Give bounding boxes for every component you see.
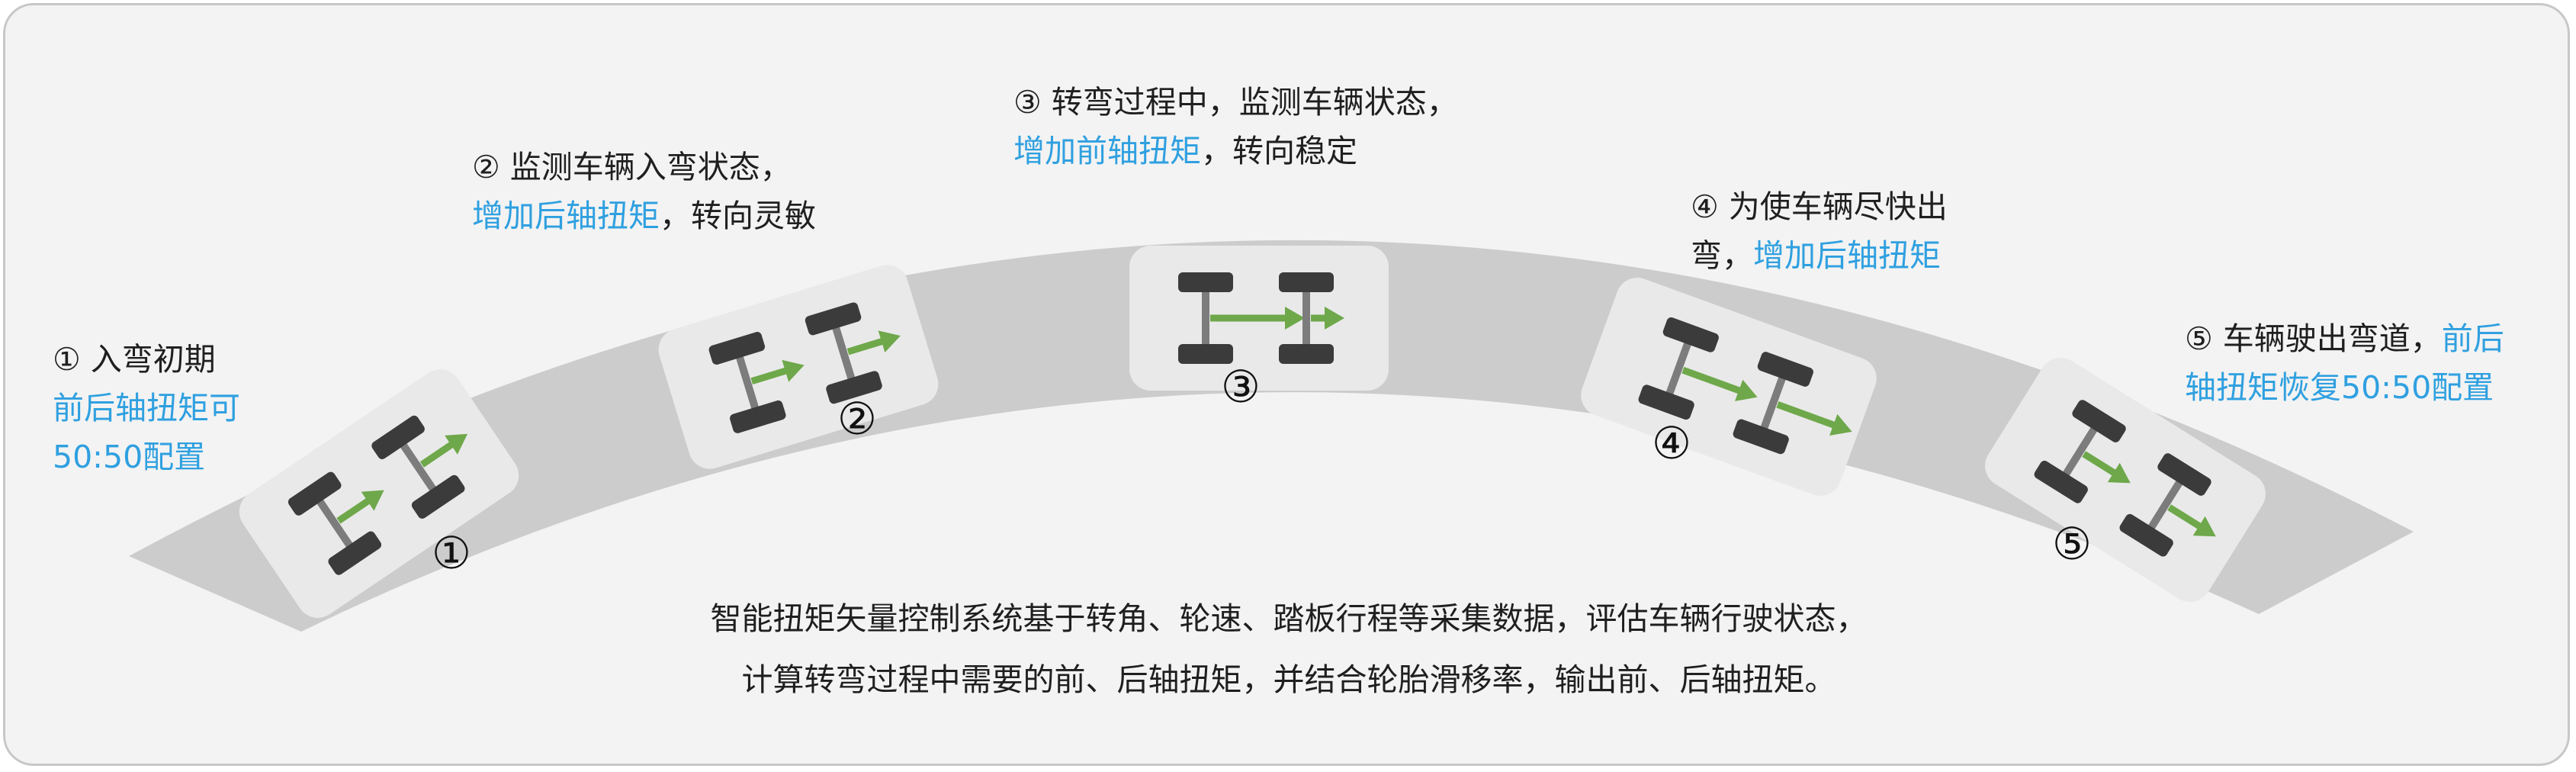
torque-arrow-icon (846, 330, 901, 355)
diagram-frame: ① ② ③ ④ ⑤ ① 入弯初期 前后轴扭矩可 50:50配置 ② 监测车辆入弯状态， … (3, 3, 2570, 766)
torque-arrow-icon (1210, 307, 1305, 330)
stage-3-number-marker: ③ (1221, 361, 1261, 413)
stage-4-number-marker: ④ (1652, 417, 1691, 469)
stage-2-line-1: ② 监测车辆入弯状态， (472, 149, 792, 185)
stage-2-line-2-highlight: 增加后轴扭矩 (472, 198, 660, 234)
torque-arrow-icon (750, 359, 805, 385)
stage-2-number-marker: ② (837, 393, 877, 445)
stage-2-label: ② 监测车辆入弯状态， 增加后轴扭矩，转向灵敏 (472, 143, 816, 240)
stage-4-label: ④ 为使车辆尽快出 弯，增加后轴扭矩 (1691, 182, 1948, 280)
stage-1-line-2-highlight: 前后轴扭矩可 (53, 390, 240, 426)
stage-4-line-2-prefix: 弯， (1691, 237, 1753, 274)
caption-line-2: 计算转弯过程中需要的前、后轴扭矩，并结合轮胎滑移率，输出前、后轴扭矩。 (741, 661, 1836, 698)
torque-arrow-icon (1311, 307, 1344, 330)
stage-3-line-2-highlight: 增加前轴扭矩 (1013, 133, 1201, 169)
torque-arrow-icon (1776, 401, 1852, 436)
torque-arrow-icon (2082, 451, 2131, 484)
stage-1-number-marker: ① (432, 527, 471, 579)
stage-3-label: ③ 转弯过程中，监测车辆状态， 增加前轴扭矩，转向稳定 (1013, 78, 1458, 175)
car-chassis-icon-4 (1581, 278, 1877, 496)
torque-arrow-icon (1681, 366, 1758, 401)
stage-5-line-2-highlight: 轴扭矩恢复50:50配置 (2185, 369, 2494, 406)
stage-1-label: ① 入弯初期 前后轴扭矩可 50:50配置 (53, 335, 240, 481)
stage-5-line-1-highlight: 前后 (2441, 320, 2504, 357)
torque-arrow-icon (336, 490, 384, 524)
stage-4-line-1: ④ 为使车辆尽快出 (1691, 188, 1948, 225)
stage-5-number-marker: ⑤ (2052, 518, 2092, 570)
caption-line-1: 智能扭矩矢量控制系统基于转角、轮速、踏板行程等采集数据，评估车辆行驶状态， (710, 600, 1868, 637)
stage-5-label: ⑤ 车辆驶出弯道，前后 轴扭矩恢复50:50配置 (2185, 314, 2504, 412)
torque-arrow-icon (419, 433, 468, 468)
stage-1-line-1: ① 入弯初期 (53, 341, 216, 378)
stage-2-line-2-rest: ，转向灵敏 (660, 198, 816, 234)
markers-layer: ① ② ③ ④ ⑤ (432, 361, 2092, 579)
stage-3-line-2-rest: ，转向稳定 (1201, 133, 1357, 169)
stage-5-line-1: ⑤ 车辆驶出弯道， (2185, 320, 2442, 357)
car-chassis-icon-1 (239, 369, 519, 618)
stage-3-line-1: ③ 转弯过程中，监测车辆状态， (1013, 84, 1458, 121)
car-chassis-icon-2 (658, 265, 939, 469)
torque-arrow-icon (2167, 504, 2216, 537)
car-chassis-icon-3 (1129, 246, 1389, 391)
stage-1-line-3-highlight: 50:50配置 (53, 439, 206, 475)
caption: 智能扭矩矢量控制系统基于转角、轮速、踏板行程等采集数据，评估车辆行驶状态， 计算… (5, 588, 2568, 710)
car-chassis-icon-5 (1985, 357, 2266, 603)
curve-diagram: ① ② ③ ④ ⑤ (129, 240, 2414, 632)
stage-4-line-2-highlight: 增加后轴扭矩 (1753, 237, 1941, 274)
cars-layer (239, 246, 2266, 618)
